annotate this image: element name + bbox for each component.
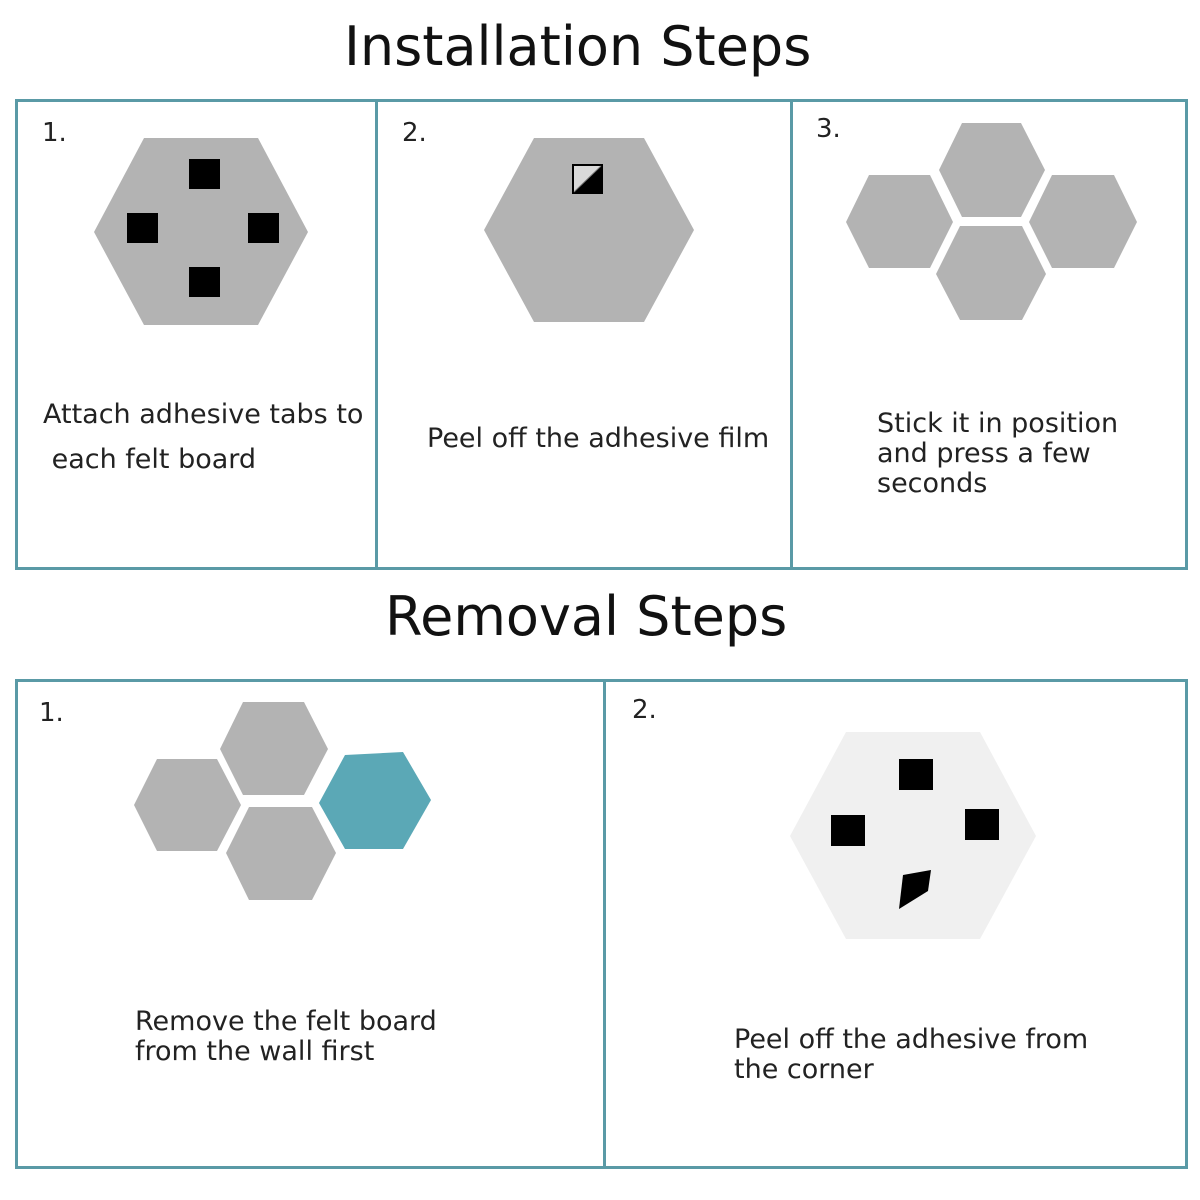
removal-step-1-caption: Remove the felt board from the wall firs… <box>135 1006 437 1067</box>
adhesive-tab-icon <box>248 213 279 243</box>
adhesive-tab-icon <box>831 815 865 846</box>
install-step-3-caption: Stick it in position and press a few sec… <box>877 408 1119 499</box>
board-back-illustration <box>790 732 1036 939</box>
installation-title: Installation Steps <box>344 15 812 78</box>
adhesive-tab-icon <box>189 159 220 189</box>
hexagon-felt-board-icon <box>484 138 694 322</box>
install-step-1-caption: Attach adhesive tabs to each felt board <box>43 399 364 475</box>
step-number: 1. <box>39 698 64 728</box>
hexagon-felt-board-icon <box>846 175 953 268</box>
removal-title: Removal Steps <box>385 585 788 648</box>
removal-step-1-panel: 1. Remove the felt board from the wall f… <box>15 679 606 1169</box>
peel-film-illustration <box>484 138 694 322</box>
install-step-3-panel: 3. Stick it in position and press a few … <box>790 99 1188 570</box>
install-step-2-panel: 2. Peel off the adhesive film <box>375 99 793 570</box>
step-number: 2. <box>402 118 427 148</box>
highlighted-hexagon-icon <box>319 752 431 849</box>
hexagon-board-back-icon <box>790 732 1036 939</box>
adhesive-tab-icon <box>189 267 220 297</box>
adhesive-tab-icon <box>127 213 158 243</box>
peeled-adhesive-tab-icon <box>899 870 931 909</box>
hexagon-felt-board-icon <box>939 123 1045 217</box>
removal-step-2-caption: Peel off the adhesive from the corner <box>734 1024 1089 1085</box>
install-step-1-panel: 1. Attach adhesive tabs to each felt boa… <box>15 99 378 570</box>
hexagon-felt-board-icon <box>936 226 1046 320</box>
removal-step-2-panel: 2. Peel off the adhesive from the corner <box>603 679 1188 1169</box>
step-number: 3. <box>816 114 841 144</box>
hexagon-felt-board-icon <box>226 807 336 900</box>
step-number: 2. <box>632 695 657 725</box>
remove-board-illustration <box>134 702 431 900</box>
install-step-2-caption: Peel off the adhesive film <box>427 423 770 454</box>
hexagon-felt-board-icon <box>134 759 241 851</box>
hexagon-felt-board-icon <box>1029 175 1137 268</box>
placed-boards-illustration <box>846 123 1137 320</box>
step-number: 1. <box>42 118 67 148</box>
hexagon-felt-board-icon <box>94 138 308 325</box>
felt-board-with-tabs-illustration <box>94 138 308 325</box>
hexagon-felt-board-icon <box>220 702 328 795</box>
adhesive-tab-icon <box>965 809 999 840</box>
adhesive-tab-icon <box>899 759 933 790</box>
